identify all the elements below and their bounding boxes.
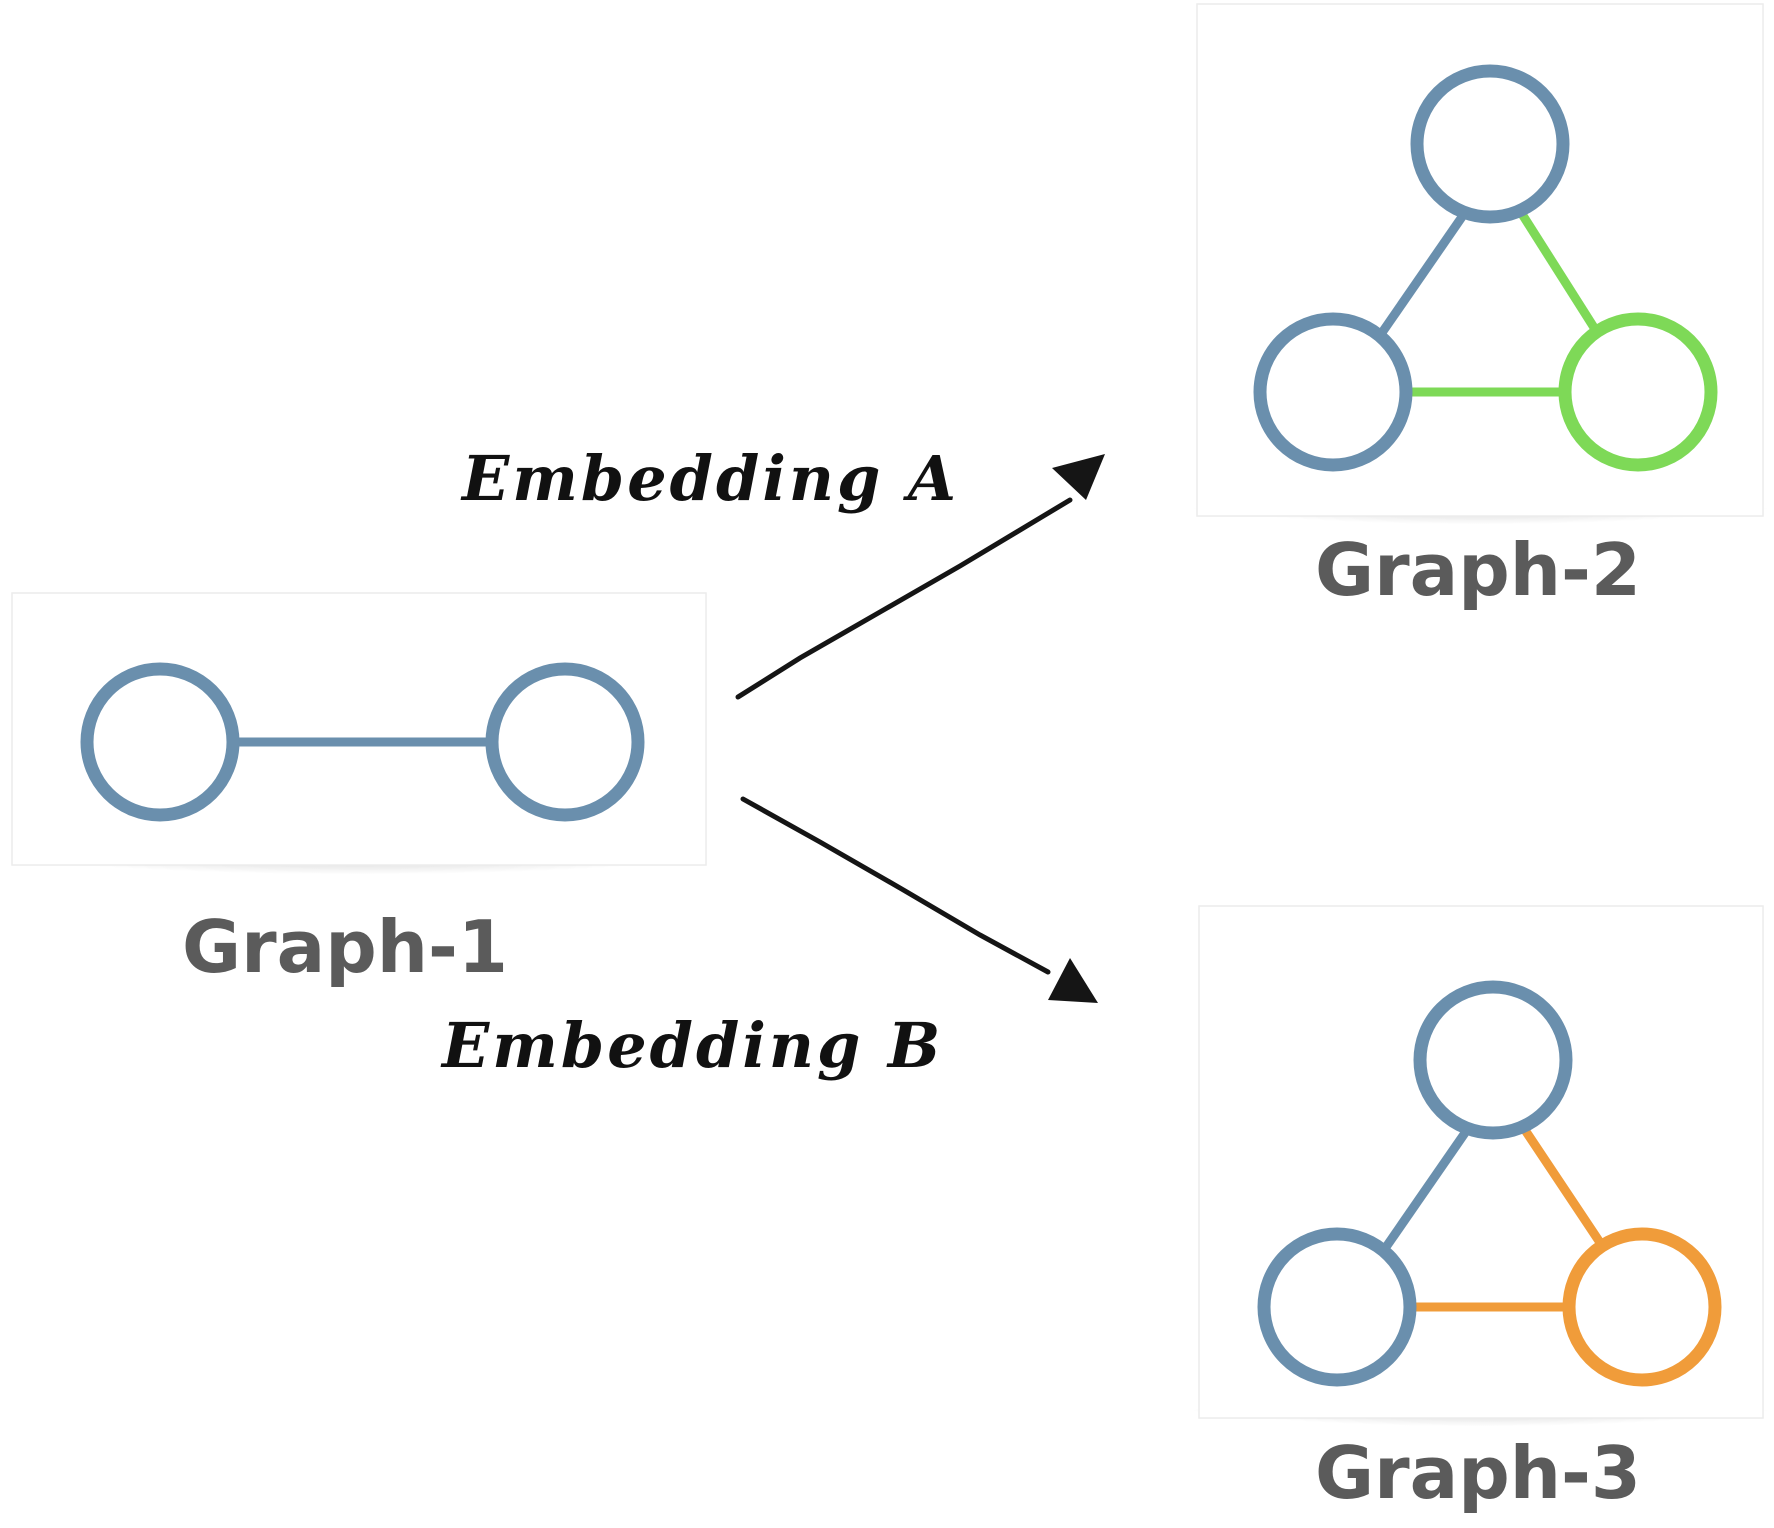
graph-2-node-left — [1253, 312, 1413, 472]
arrow-embedding-a-label: Embedding A — [460, 442, 959, 515]
graph-3-label: Graph-3 — [1315, 1431, 1641, 1515]
arrow-embedding-a — [735, 454, 1105, 700]
graph-3-card-border — [1198, 905, 1764, 1419]
graph-2-node-right — [1558, 312, 1718, 472]
graph-2-card-border — [1196, 3, 1764, 517]
graph-3-card — [1180, 905, 1774, 1452]
arrow-embedding-b — [740, 796, 1098, 1003]
graph-3-node-right — [1562, 1227, 1722, 1387]
arrow-embedding-b-label: Embedding B — [440, 1009, 943, 1082]
graph-3-node-top — [1413, 980, 1573, 1140]
arrow-embedding-b-shaft — [740, 796, 1051, 975]
graph-3-node-left — [1257, 1227, 1417, 1387]
arrow-embedding-a-head — [1052, 454, 1105, 500]
arrow-embedding-b-head — [1048, 958, 1098, 1003]
graph-2-edge-top-left — [1375, 211, 1468, 340]
graph-2-label: Graph-2 — [1315, 528, 1641, 612]
graph-1-label: Graph-1 — [182, 905, 508, 989]
graph-2-node-top — [1410, 64, 1570, 224]
arrow-embedding-a-shaft — [735, 497, 1073, 700]
graph-2-edge-top-right — [1518, 211, 1604, 340]
graph-1-node-n2 — [485, 662, 645, 822]
graph-3-edge-top-right — [1521, 1127, 1609, 1253]
graph-2-card — [1180, 3, 1774, 550]
graph-1-node-n1 — [80, 662, 240, 822]
graph-3-edge-top-left — [1380, 1127, 1471, 1253]
graph-1-card — [0, 592, 720, 900]
graph-1-card-border — [11, 592, 707, 866]
